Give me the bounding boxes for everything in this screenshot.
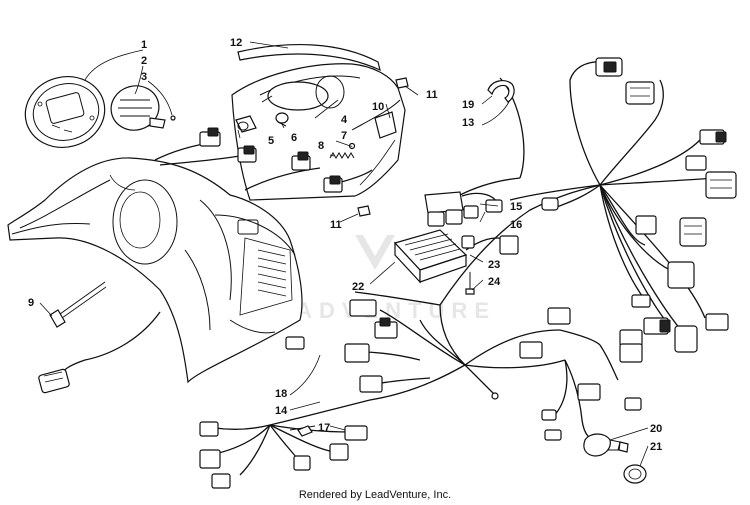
callout-20: 20 (650, 423, 662, 435)
callout-22: 22 (352, 281, 364, 293)
connectors-14 (199, 299, 643, 489)
ring-21 (623, 464, 647, 484)
spring-8 (329, 152, 355, 159)
callout-15: 15 (510, 201, 522, 213)
relay-block-15 (424, 191, 503, 227)
callout-11-upper: 11 (426, 89, 438, 101)
callout-1: 1 (141, 39, 147, 51)
speedometer-gauge (24, 76, 106, 148)
hood-fairing (7, 157, 303, 384)
callout-3: 3 (141, 71, 147, 83)
visor (237, 43, 381, 72)
left-harness (38, 311, 161, 394)
callout-11-lower: 11 (330, 219, 342, 231)
callout-16: 16 (510, 219, 522, 231)
callout-12: 12 (230, 37, 242, 49)
headlight-harness (154, 127, 373, 193)
callout-7: 7 (341, 130, 347, 142)
callout-23: 23 (488, 259, 500, 271)
footer-credit: Rendered by LeadVenture, Inc. (299, 489, 451, 501)
bolt-9 (49, 281, 107, 328)
sensor-20 (583, 433, 629, 457)
bracket-10 (374, 111, 397, 139)
callout-5: 5 (268, 135, 274, 147)
callout-6: 6 (291, 132, 297, 144)
ring-19 (487, 80, 515, 103)
headlight-bulb (261, 75, 345, 111)
callout-10: 10 (372, 101, 384, 113)
clip-11-upper (395, 77, 409, 89)
bolt-24 (465, 272, 475, 295)
connectors-13 (541, 57, 737, 353)
callout-9: 9 (28, 297, 34, 309)
clip-11-lower (357, 205, 371, 217)
callout-24: 24 (488, 276, 501, 288)
bulb-socket-5 (235, 115, 257, 133)
callout-19: 19 (462, 99, 474, 111)
screw-3 (170, 115, 176, 121)
callout-14: 14 (275, 405, 288, 417)
callout-13: 13 (462, 117, 474, 129)
voltage-regulator-22 (393, 229, 519, 284)
gauge-boot (110, 85, 166, 131)
callout-21: 21 (650, 441, 662, 453)
callout-labels: 1 2 3 4 5 6 7 8 9 10 11 11 12 13 14 15 1… (28, 37, 662, 453)
callout-8: 8 (318, 140, 324, 152)
callout-17: 17 (318, 422, 330, 434)
callout-18: 18 (275, 388, 287, 400)
callout-2: 2 (141, 55, 147, 67)
leader-lines (39, 41, 649, 467)
callout-4: 4 (341, 114, 348, 126)
lower-harness-14 (209, 291, 619, 476)
